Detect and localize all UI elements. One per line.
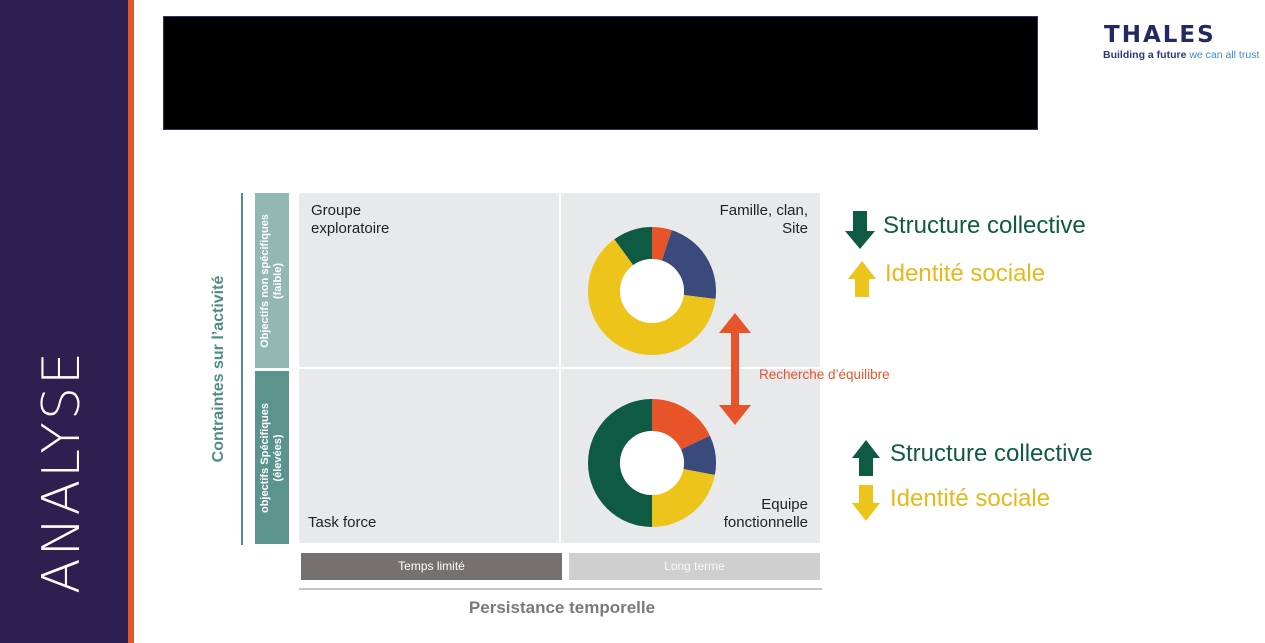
donut-top-segment-2 [588, 239, 716, 355]
section-title: ANALYSE [32, 350, 92, 594]
x-axis-label: Persistance temporelle [468, 598, 656, 617]
y-category-high-line2: (élevées) [272, 433, 284, 482]
quadrant-bottom-right-line1: Equipe [761, 496, 808, 513]
donut-bottom-segment-1 [680, 435, 716, 475]
arrow-up-icon [852, 440, 880, 476]
arrow-down-icon [852, 485, 880, 521]
donut-top-hole [620, 259, 684, 323]
logo-name: THALES [1104, 22, 1216, 48]
donut-bottom-hole [620, 431, 684, 495]
logo-tagline-main: Building a future [1103, 49, 1190, 61]
arrow-up-icon [848, 261, 876, 297]
balance-label: Recherche d’équilibre [759, 367, 890, 382]
y-axis-label: Contraintes sur l’activité [210, 275, 227, 463]
quadrant-bottom-left: Task force [299, 369, 559, 543]
quadrant-top-right-line1: Famille, clan, [719, 202, 808, 219]
x-category-short-term: Temps limité [301, 553, 562, 580]
quadrant-top-right-label: Famille, clan,Site [720, 202, 808, 238]
donut-top-segment-1 [661, 230, 716, 300]
double-arrow-icon [719, 313, 751, 425]
quadrant-top-left-line1: Groupe [311, 202, 362, 219]
y-axis-line [241, 193, 243, 545]
y-category-high: objectifs Spécifiques(élevées) [255, 371, 289, 544]
quadrant-bottom-left-label: Task force [308, 514, 377, 531]
legend-structure-collective-top: Structure collective [883, 212, 1086, 239]
quadrant-bottom-right-line2: fonctionnelle [723, 514, 808, 531]
y-category-low-line1: Objectifs non spécifiques [259, 213, 271, 348]
donut-top-segment-0 [652, 227, 672, 261]
donut-top-segment-3 [614, 227, 652, 266]
y-category-low-line2: (faible) [272, 262, 284, 299]
quadrant-top-left-line2: exploratoire [311, 220, 390, 237]
y-category-high-line1: objectifs Spécifiques [259, 402, 271, 513]
legend-identite-sociale-top: Identité sociale [885, 260, 1046, 287]
arrow-down-icon [845, 211, 875, 249]
logo-tagline: Building a future we can all trust [1103, 49, 1259, 61]
legend-structure-collective-bottom: Structure collective [890, 440, 1093, 467]
donut-bottom-segment-0 [652, 399, 710, 450]
sidebar-accent-stripe [128, 0, 134, 643]
donut-bottom-segment-2 [652, 468, 715, 527]
legend-identite-sociale-bottom: Identité sociale [890, 485, 1051, 512]
y-category-low: Objectifs non spécifiques(faible) [255, 193, 289, 368]
sidebar [0, 0, 128, 643]
donut-chart-top [588, 227, 716, 355]
quadrant-top-right-line2: Site [782, 220, 808, 237]
x-axis-line [299, 588, 822, 590]
x-category-long-term: Long terme [569, 553, 820, 580]
donut-chart-bottom [588, 399, 716, 527]
title-box [163, 16, 1038, 130]
logo-tagline-accent: we can all trust [1189, 49, 1260, 61]
